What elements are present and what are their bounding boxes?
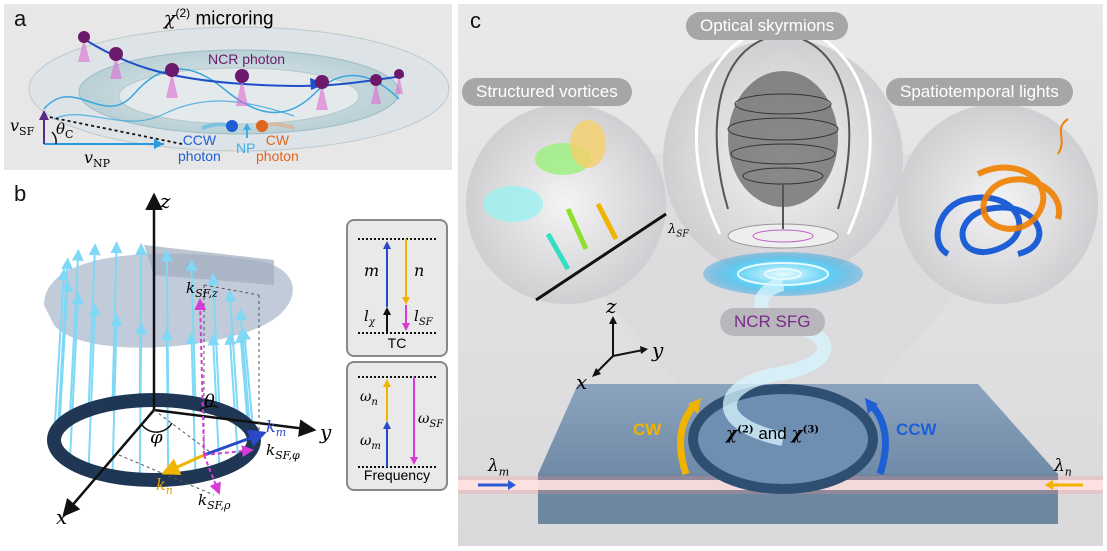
x-axis-label: x bbox=[56, 505, 68, 529]
k-vector-diagram bbox=[44, 192, 317, 517]
microring-illustration bbox=[28, 26, 450, 152]
k-sf-phi-label: kSF,φ bbox=[266, 441, 300, 462]
freq-w-m: ωm bbox=[360, 433, 381, 452]
k-sf-rho-label: kSF,ρ bbox=[198, 491, 231, 512]
ncr-photon-balls bbox=[78, 31, 404, 110]
z-axis-label: z bbox=[160, 189, 171, 213]
ccw-arrow bbox=[867, 401, 889, 476]
spatiotemporal-helix bbox=[934, 118, 1069, 257]
skyrmion-sphere bbox=[695, 22, 872, 249]
polarization-arrow bbox=[235, 308, 251, 429]
theta-label: θ bbox=[204, 391, 215, 412]
tc-n: n bbox=[414, 261, 425, 280]
frequency-box: ωn ωm ωSF Frequency bbox=[346, 361, 448, 491]
y-axis bbox=[153, 408, 317, 437]
panel-c: c Optical skyrmions Structured vortices … bbox=[458, 4, 1103, 546]
lambda-axis bbox=[535, 212, 667, 302]
tc-caption: TC bbox=[387, 335, 407, 351]
spatiotemporal-pill: Spatiotemporal lights bbox=[886, 78, 1073, 106]
lambda-sf-label: λSF bbox=[668, 222, 689, 240]
v-np-label: vNP bbox=[84, 148, 111, 171]
ccw-label: CCW bbox=[896, 420, 937, 439]
v-sf-label: vSF bbox=[10, 116, 35, 139]
polarization-arrow bbox=[185, 259, 198, 404]
k-sf-z-arrow bbox=[194, 298, 207, 456]
sfg-vortex-disc bbox=[703, 252, 863, 296]
polarization-arrow bbox=[68, 292, 84, 462]
k-n-label: kn bbox=[156, 475, 173, 498]
microring-title: χ(2) microring bbox=[164, 6, 274, 30]
k-n-arrow bbox=[161, 453, 205, 476]
panel-b: b z y x φ θ kSF,z km kSF,φ kn kSF,ρ m n … bbox=[4, 175, 452, 546]
optical-skyrmions-pill: Optical skyrmions bbox=[686, 12, 849, 40]
polarization-arrow bbox=[87, 303, 101, 471]
tc-m: m bbox=[364, 261, 380, 280]
sfg-beam bbox=[722, 277, 832, 446]
sfg-illustration bbox=[458, 22, 1103, 524]
freq-w-n: ωn bbox=[360, 389, 378, 408]
c-z-label: z bbox=[606, 294, 617, 318]
ncr-sfg-pill: NCR SFG bbox=[720, 308, 825, 336]
cw-arrow bbox=[677, 401, 699, 476]
polarization-arrow bbox=[224, 289, 240, 419]
k-m-arrow bbox=[203, 429, 267, 457]
polarization-arrow bbox=[224, 332, 240, 462]
theta-c-label: θC bbox=[56, 120, 74, 141]
frequency-caption: Frequency bbox=[363, 467, 431, 483]
tc-l-sf: lSF bbox=[414, 307, 433, 328]
x-axis bbox=[62, 409, 155, 517]
panel-a-label: a bbox=[14, 6, 27, 31]
vortices-circle bbox=[466, 104, 666, 304]
polarization-arrow bbox=[110, 241, 123, 404]
polarization-arrow bbox=[207, 272, 221, 410]
spatiotemporal-circle bbox=[898, 104, 1098, 304]
panel-b-label: b bbox=[14, 181, 27, 206]
polarization-arrow bbox=[57, 257, 74, 429]
k-sf-z-label: kSF,z bbox=[186, 279, 218, 300]
polarization-arrow bbox=[160, 249, 173, 401]
tc-l-chi: lχ bbox=[364, 307, 375, 328]
wave-path bbox=[43, 68, 400, 114]
k-sf-phi-arrow bbox=[203, 445, 254, 458]
c-y-axis bbox=[612, 349, 644, 357]
c-y-label: y bbox=[652, 338, 664, 362]
lambda-m-label: λm bbox=[488, 456, 510, 479]
polarization-arrow bbox=[68, 248, 84, 419]
vortex-beams bbox=[483, 120, 667, 302]
cw-label: CW bbox=[633, 420, 662, 439]
k-m-label: km bbox=[266, 417, 287, 440]
chi-label: χ(2) and χ(3) bbox=[726, 424, 820, 444]
c-x-label: x bbox=[576, 370, 588, 394]
ccw-photon-ball bbox=[226, 120, 238, 132]
freq-w-sf: ωSF bbox=[418, 411, 444, 430]
polarization-arrow bbox=[53, 268, 70, 441]
cw-photon-ball bbox=[256, 120, 268, 132]
y-axis-label: y bbox=[320, 420, 332, 444]
ncr-photon-label: NCR photon bbox=[208, 51, 286, 67]
tc-box: m n lχ lSF TC bbox=[346, 219, 448, 357]
np-label: NP bbox=[236, 140, 256, 156]
structured-vortices-pill: Structured vortices bbox=[462, 78, 632, 106]
lambda-n-label: λn bbox=[1054, 456, 1072, 479]
polarization-arrow bbox=[87, 243, 101, 410]
phi-label: φ bbox=[150, 427, 163, 448]
panel-c-label: c bbox=[470, 8, 481, 33]
polarization-arrow bbox=[135, 243, 148, 401]
panel-a: a χ(2) microring NCR photon vSF θC vNP C… bbox=[4, 4, 452, 170]
